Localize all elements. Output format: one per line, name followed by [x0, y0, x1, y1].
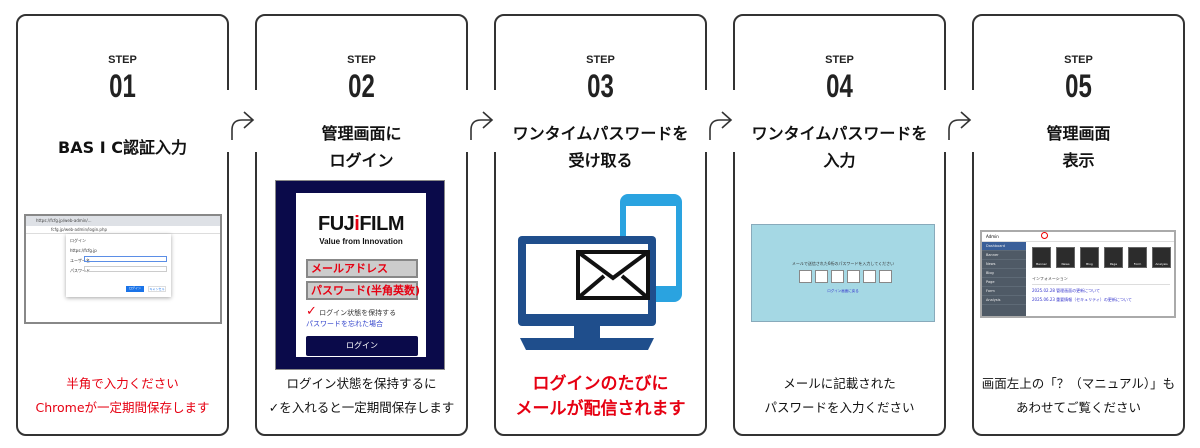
address-bar: fcfg.jp/web-admin/login.php — [26, 226, 220, 234]
step-number: 02 — [348, 68, 375, 104]
arrow-icon — [224, 90, 260, 152]
monitor-phone-mail-icon — [518, 194, 682, 350]
step-label: STEP — [347, 54, 376, 66]
arrow-icon — [463, 90, 499, 152]
step-number: 05 — [1065, 68, 1092, 104]
otp-input-boxes — [799, 270, 892, 283]
step-number: 03 — [587, 68, 614, 104]
arrow-icon — [941, 90, 977, 152]
remember-checkbox: ✓ ログイン状態を保持する — [306, 304, 397, 319]
step-label: STEP — [1064, 54, 1093, 66]
step-note: 画面左上の「？（マニュアル）」もあわせてご覧ください — [981, 376, 1176, 415]
step-number: 04 — [826, 68, 853, 104]
login-screenshot: FUJiFILM Value from Innovation メールアドレス パ… — [275, 180, 445, 370]
step-card-2: STEP 02 管理画面にログイン FUJiFILM Value from In… — [255, 14, 468, 436]
step-label: STEP — [586, 54, 615, 66]
basic-auth-screenshot: https://fcfg.jp/web-admin/... fcfg.jp/we… — [24, 214, 222, 324]
email-field: メールアドレス — [306, 259, 418, 278]
step-card-3: STEP 03 ワンタイムパスワードを受け取る ログインのたびにメールが配信され… — [494, 14, 707, 436]
step-card-1: STEP 01 BAS I C認証入力 https://fcfg.jp/web-… — [16, 14, 229, 436]
step-label: STEP — [108, 54, 137, 66]
step-note: ログインのたびにメールが配信されます — [515, 374, 686, 419]
browser-tab: https://fcfg.jp/web-admin/... — [26, 216, 220, 226]
step-note: メールに記載されたパスワードを入力ください — [764, 376, 915, 415]
step-title: ワンタイムパスワードを入力 — [751, 124, 928, 170]
back-link: ログイン画面に戻る — [827, 289, 859, 293]
fujifilm-logo: FUJiFILM — [317, 213, 405, 235]
step-title: 管理画面にログイン — [321, 124, 402, 170]
tagline: Value from Innovation — [319, 237, 403, 246]
info-panel: インフォメーション 2025.02.28 管理画面の更新について 2025.06… — [1032, 276, 1170, 303]
step-note: ログイン状態を保持するに✓を入れると一定期間保存します — [268, 376, 455, 415]
step-title: BAS I C認証入力 — [58, 138, 187, 157]
step-title: 管理画面表示 — [1046, 124, 1111, 170]
step-card-4: STEP 04 ワンタイムパスワードを入力 メールで送信された6桁のパスワードを… — [733, 14, 946, 436]
step-label: STEP — [825, 54, 854, 66]
arrow-icon — [702, 90, 738, 152]
login-button: ログイン — [306, 336, 418, 356]
check-icon: ✓ — [306, 304, 317, 319]
step-number: 01 — [109, 68, 136, 104]
password-field: パスワード(半角英数) — [306, 281, 420, 300]
step-title: ワンタイムパスワードを受け取る — [512, 124, 689, 170]
auth-dialog: ログイン https://fcfg.jp ユーザー名 パスワード ログイン キャ… — [66, 234, 171, 297]
manual-help-icon — [1041, 232, 1048, 239]
forgot-link: パスワードを忘れた場合 — [306, 320, 383, 328]
otp-screenshot: メールで送信された6桁のパスワードを入力してください ログイン画面に戻る — [751, 224, 935, 322]
